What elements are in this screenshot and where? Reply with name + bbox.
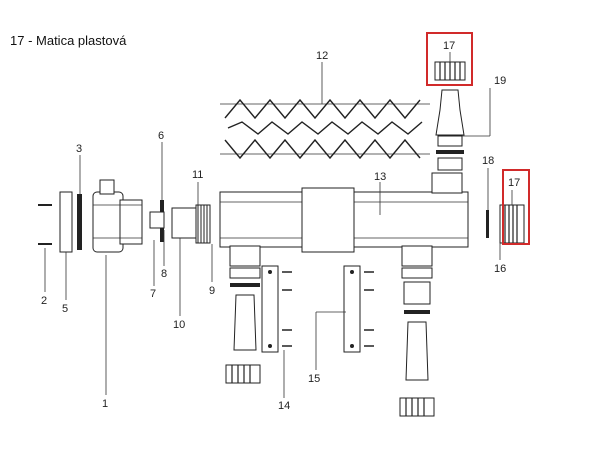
label-19: 19: [494, 75, 506, 87]
label-9: 9: [209, 285, 215, 297]
part-8-washer: [149, 211, 165, 229]
part-10-sleeve: [171, 207, 199, 239]
label-6: 6: [158, 130, 164, 142]
label-1: 1: [102, 398, 108, 410]
part-1-end-cap: [92, 179, 143, 253]
left-outlet-fitting: [225, 267, 261, 384]
label-17-right: 17: [508, 177, 520, 189]
part-19-hose-tail: [435, 89, 465, 171]
part-17-top-nut: [434, 61, 466, 81]
label-7: 7: [150, 288, 156, 300]
label-15: 15: [308, 373, 320, 385]
part-13-main-housing: [219, 172, 469, 267]
label-13: 13: [374, 171, 386, 183]
label-12: 12: [316, 50, 328, 62]
part-5-flange: [59, 191, 73, 253]
part-12-uv-coil: [220, 98, 430, 160]
label-18: 18: [482, 155, 494, 167]
label-2: 2: [41, 295, 47, 307]
part-18-oring: [486, 210, 489, 238]
leader-lines: [44, 52, 513, 398]
label-3: 3: [76, 143, 82, 155]
part-14-mounting-bracket: [261, 265, 292, 353]
label-8: 8: [161, 268, 167, 280]
label-14: 14: [278, 400, 290, 412]
part-11-nut: [195, 204, 211, 244]
right-outlet-fitting: [399, 267, 435, 417]
highlight-box-right: [502, 169, 530, 245]
label-17-top: 17: [443, 40, 455, 52]
highlight-box-top: [426, 32, 473, 86]
part-3-oring: [77, 194, 82, 250]
label-5: 5: [62, 303, 68, 315]
label-11: 11: [192, 169, 203, 181]
label-10: 10: [173, 319, 185, 331]
part-2-screws: [38, 204, 52, 245]
label-16: 16: [494, 263, 506, 275]
part-15-mounting-bracket: [343, 265, 374, 353]
caption-title: 17 - Matica plastová: [10, 33, 127, 48]
